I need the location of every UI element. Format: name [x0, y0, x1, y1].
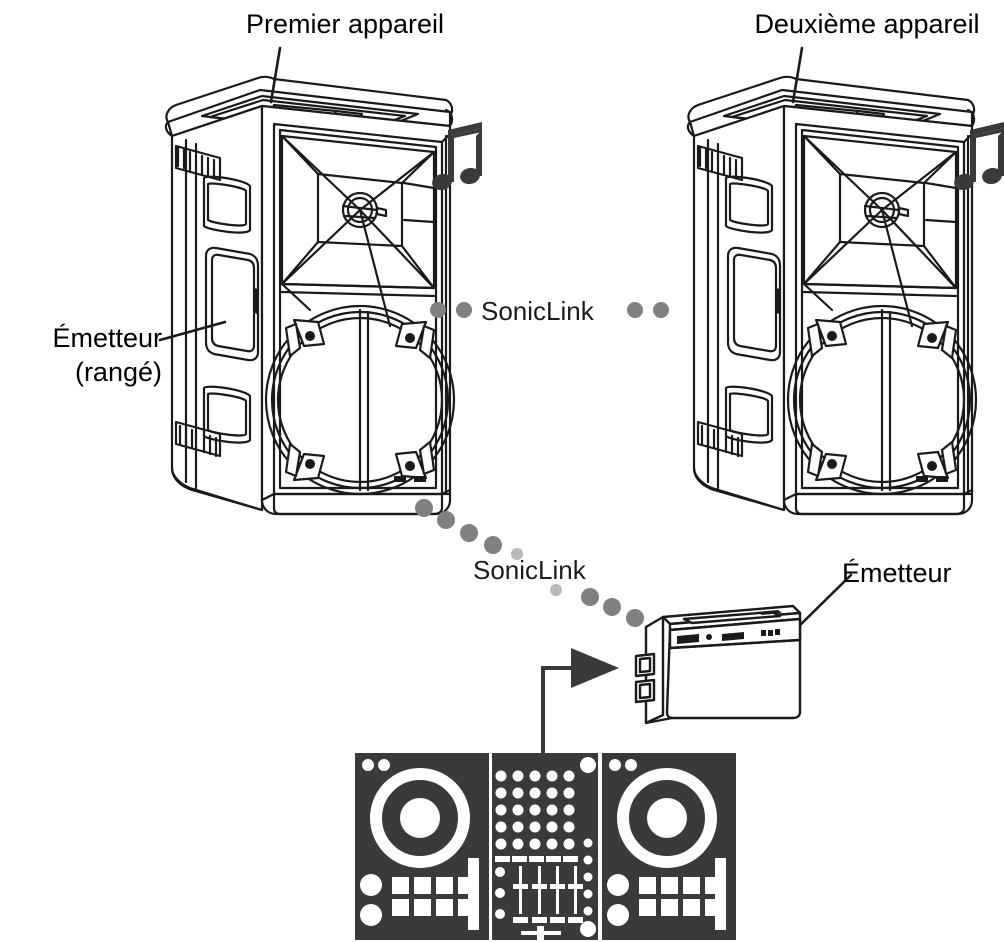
label-soniclink-top: SonicLink: [481, 296, 594, 326]
leader-first-device: [269, 46, 282, 104]
powered-speaker-second: [686, 75, 978, 516]
leader-second-device: [791, 46, 804, 104]
leader-transmitter: [791, 573, 853, 634]
soniclink-dots-horizontal: [430, 302, 669, 318]
label-second-device: Deuxième appareil: [754, 9, 980, 39]
label-first-device: Premier appareil: [245, 9, 445, 39]
label-transmitter-stowed-line2: (rangé): [74, 357, 162, 387]
powered-speaker-first: [164, 75, 456, 516]
wireless-transmitter: [634, 604, 802, 725]
label-soniclink-bottom: SonicLink: [473, 555, 586, 585]
arrow-right-icon: [541, 648, 619, 790]
soniclink-dots-diagonal: [415, 499, 644, 627]
label-transmitter: Émetteur: [842, 558, 952, 588]
dj-controller: [355, 753, 736, 940]
leader-transmitter-stowed: [158, 320, 227, 342]
label-transmitter-stowed-line1: Émetteur: [52, 323, 162, 353]
